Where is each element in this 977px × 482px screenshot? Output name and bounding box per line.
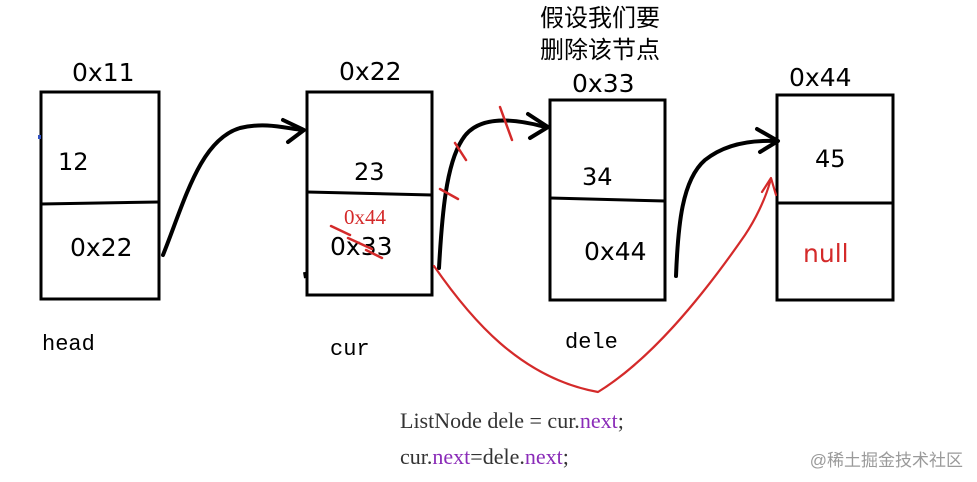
node-3-address: 0x33 bbox=[572, 69, 635, 98]
node-1-speck bbox=[38, 135, 41, 139]
code-line-2-keyword-1: next bbox=[432, 444, 471, 469]
arrow-node3-to-node4 bbox=[674, 138, 777, 278]
label-head: head bbox=[42, 332, 95, 357]
arrow-node3-to-node4-head bbox=[755, 127, 780, 154]
node-2-value: 23 bbox=[354, 158, 385, 186]
arrow-node1-to-node2-head bbox=[281, 118, 306, 144]
node-2-strike-2 bbox=[346, 236, 374, 251]
code-line-2-pre: cur. bbox=[400, 444, 433, 469]
node-3-divider bbox=[549, 196, 666, 203]
annotation-line-2: 删除该节点 bbox=[540, 36, 660, 64]
arrow-node2-to-node3-head bbox=[526, 112, 550, 140]
node-1-next: 0x22 bbox=[70, 233, 133, 262]
watermark: @稀土掘金技术社区 bbox=[809, 451, 963, 470]
node-1: 12 0x22 bbox=[38, 90, 161, 301]
node-4-value: 45 bbox=[815, 145, 846, 173]
label-cur: cur bbox=[330, 337, 370, 362]
cut-mark-1 bbox=[438, 187, 460, 201]
code-line-1-post: ; bbox=[617, 408, 624, 433]
node-4-box bbox=[775, 93, 895, 302]
node-2-divider bbox=[306, 190, 433, 197]
cut-mark-3 bbox=[498, 105, 514, 142]
node-2-strike-1 bbox=[329, 224, 352, 237]
code-line-1: ListNode dele = cur.next; bbox=[400, 408, 624, 434]
node-2-next-new: 0x44 bbox=[344, 205, 387, 229]
arrow-bypass-node2-to-node4 bbox=[432, 180, 772, 394]
node-2-next-old: 0x33 bbox=[330, 232, 393, 261]
node-3: 34 0x44 bbox=[548, 98, 667, 302]
node-4-next: null bbox=[803, 239, 849, 268]
node-4-address: 0x44 bbox=[789, 63, 852, 92]
code-line-1-pre: ListNode dele = cur. bbox=[400, 408, 580, 433]
code-line-2-post: ; bbox=[562, 444, 569, 469]
cut-mark-2 bbox=[453, 141, 468, 162]
node-2: 23 0x33 0x44 bbox=[303, 90, 434, 297]
node-1-value: 12 bbox=[58, 148, 89, 176]
arrow-node1-to-node2 bbox=[161, 123, 304, 257]
code-line-2: cur.next=dele.next; bbox=[400, 444, 569, 470]
node-1-box bbox=[39, 90, 161, 301]
arrow-bypass-head bbox=[760, 176, 778, 197]
node-4: 45 null bbox=[775, 93, 895, 302]
label-dele: dele bbox=[565, 330, 618, 355]
arrow-node2-to-node3 bbox=[437, 118, 547, 270]
node-2-strike-3 bbox=[364, 248, 384, 260]
node-2-address: 0x22 bbox=[339, 57, 402, 86]
code-line-2-keyword-2: next bbox=[524, 444, 563, 469]
node-1-divider bbox=[40, 200, 160, 206]
node-1-address: 0x11 bbox=[72, 58, 135, 87]
node-2-tick bbox=[303, 271, 308, 279]
code-line-2-mid: =dele. bbox=[470, 444, 525, 469]
node-3-value: 34 bbox=[582, 163, 613, 191]
node-3-next: 0x44 bbox=[584, 237, 647, 266]
code-line-1-keyword: next bbox=[579, 408, 618, 433]
annotation-line-1: 假设我们要 bbox=[540, 4, 660, 32]
